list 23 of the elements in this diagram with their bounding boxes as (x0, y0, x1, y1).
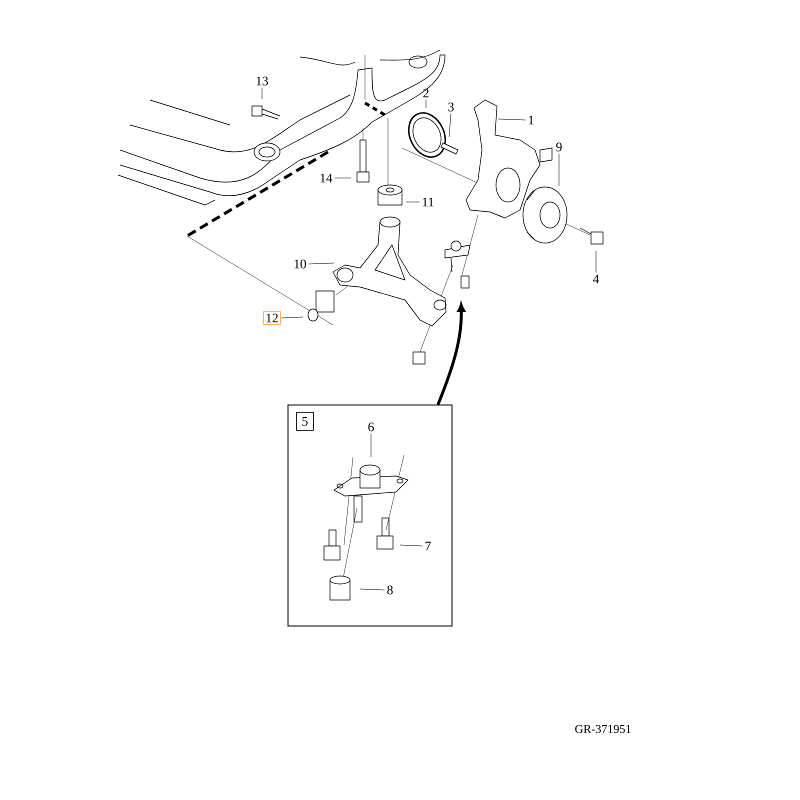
leader-line (360, 588, 385, 590)
curved-arrow (436, 303, 466, 406)
callout-number: 14 (320, 174, 332, 182)
leader-line (448, 113, 452, 138)
callout-number: 9 (556, 142, 562, 152)
callout-number: 11 (422, 198, 434, 206)
leader-line (558, 153, 560, 186)
callout-number: 2 (423, 88, 429, 98)
leader-line (498, 118, 526, 120)
leader-line (400, 544, 423, 546)
callout-number: 6 (368, 422, 374, 432)
leader-line (280, 316, 304, 318)
diagram-number: GR-371951 (575, 724, 631, 734)
callout-number: 8 (387, 586, 393, 594)
callout-number: 1 (528, 116, 534, 124)
leader-line (370, 433, 372, 458)
callout-number: 7 (426, 542, 431, 550)
highlighted-callout-number: 12 (263, 311, 281, 325)
callout-number: 3 (448, 102, 454, 112)
callout-number: 4 (593, 274, 600, 284)
callout-number: 10 (294, 260, 306, 268)
leader-line (308, 262, 334, 264)
callout-number: 13 (256, 76, 268, 86)
